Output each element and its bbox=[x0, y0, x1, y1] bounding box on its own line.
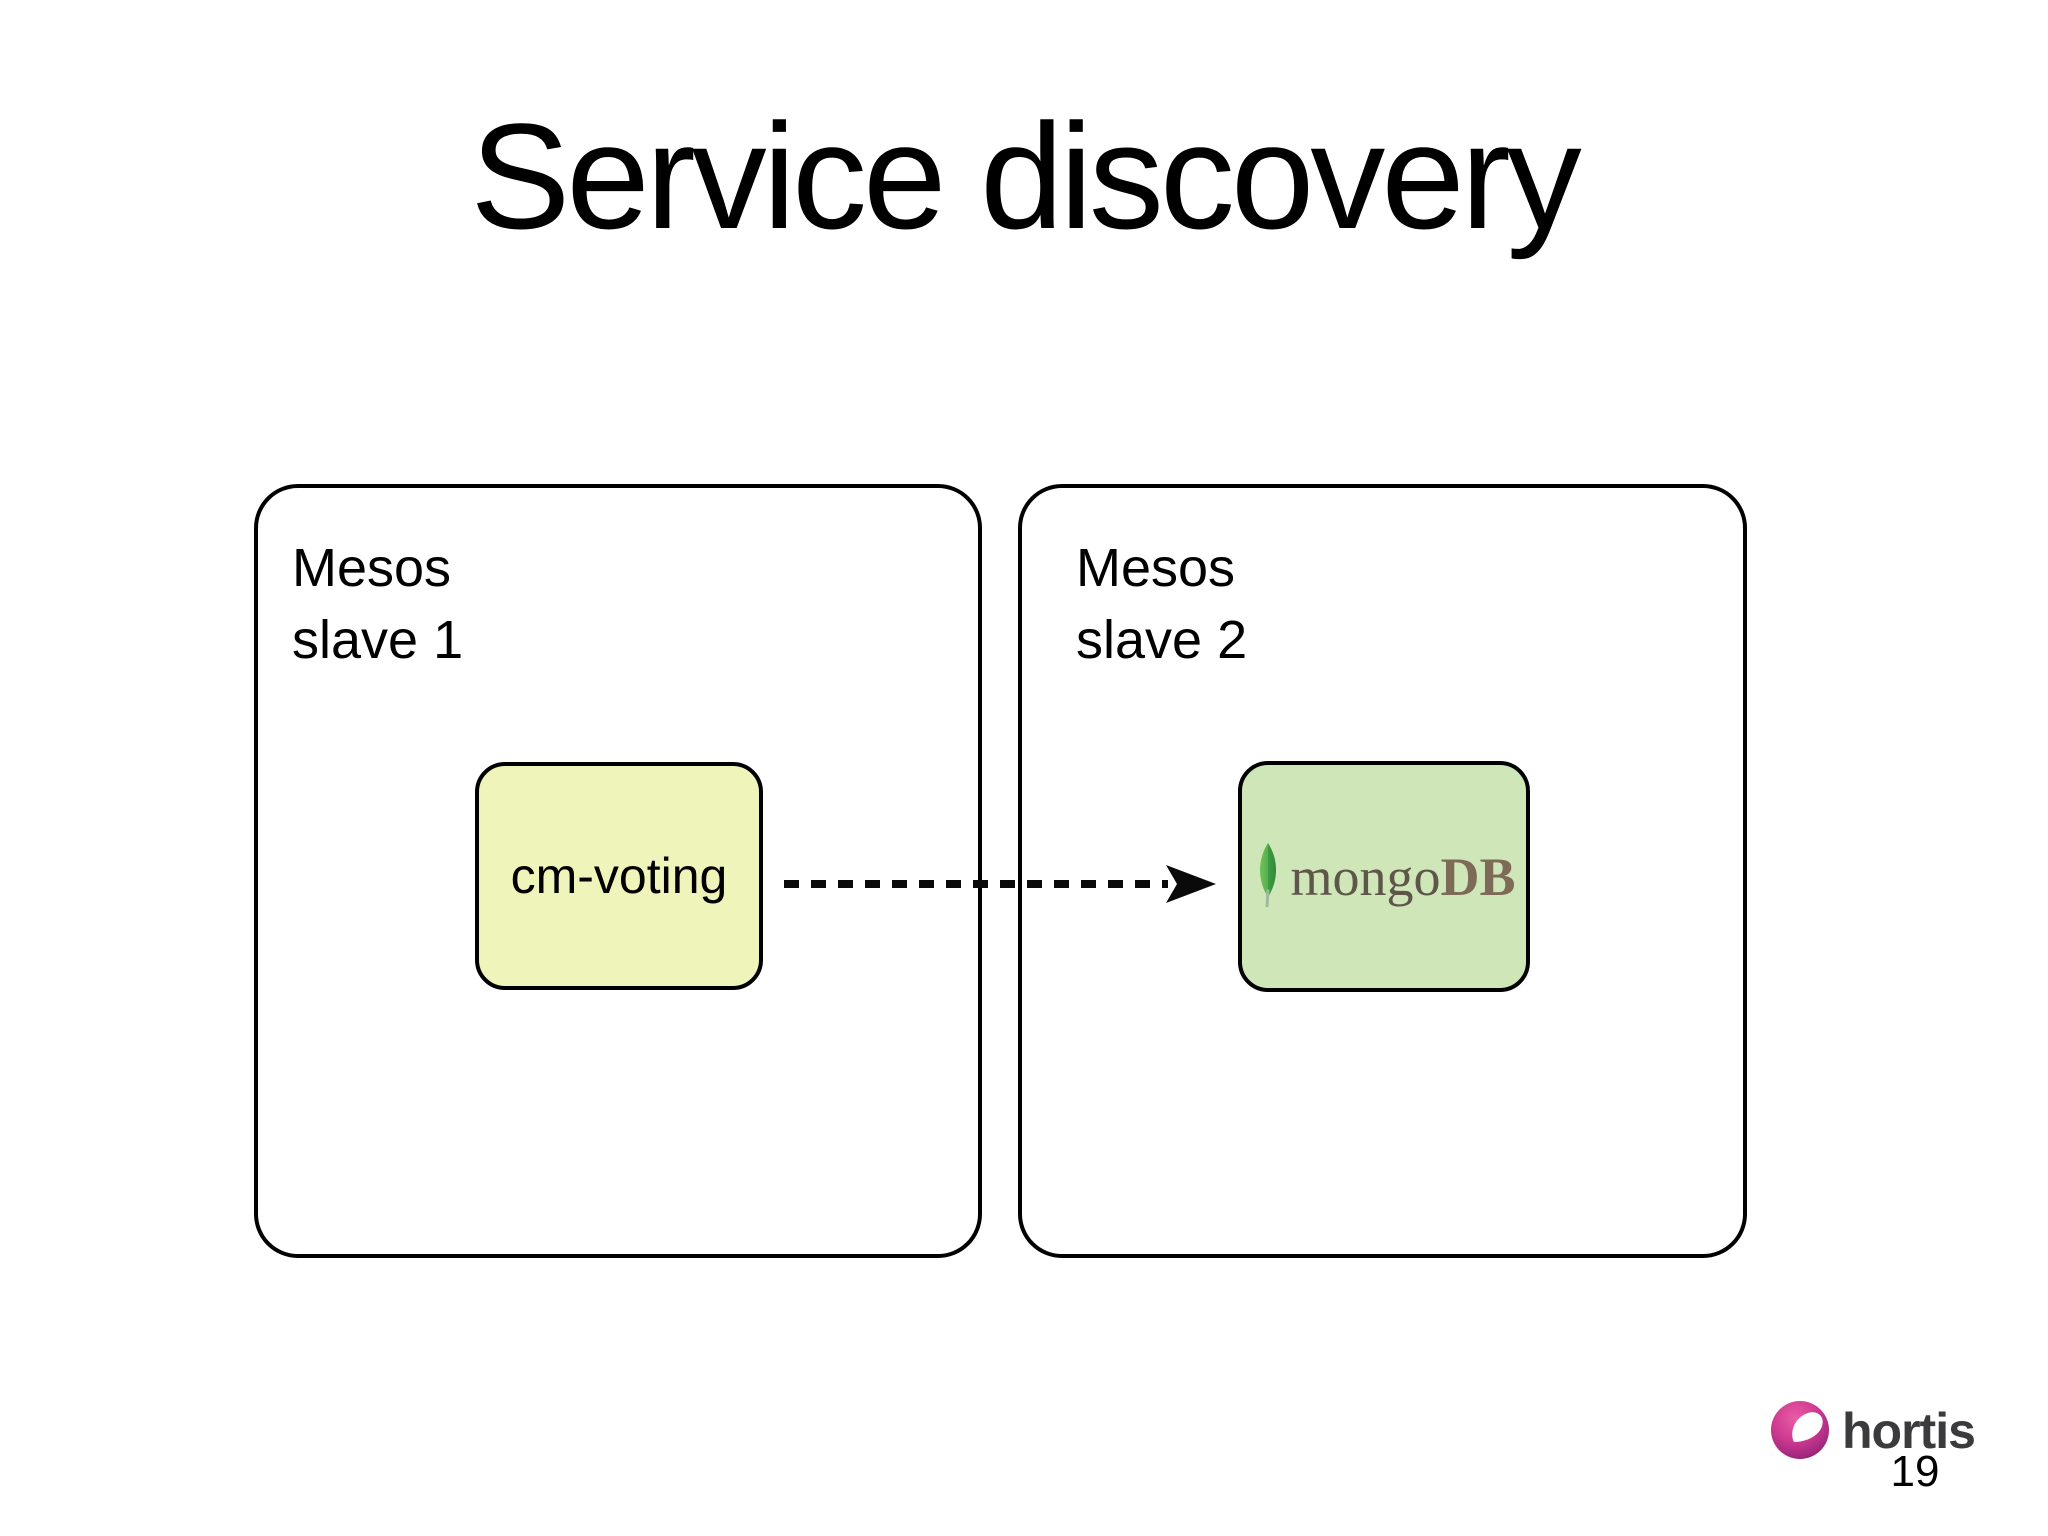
mesos-slave-1-label-line1: Mesos bbox=[292, 538, 452, 598]
mongodb-leaf-icon bbox=[1260, 842, 1277, 907]
hortis-brand-name: hortis bbox=[1842, 1403, 1976, 1459]
mesos-slave-2-label-line1: Mesos bbox=[1076, 538, 1236, 598]
mongodb-logo: mongoDB bbox=[1252, 842, 1516, 909]
mongodb-wordmark-db: DB bbox=[1440, 846, 1516, 907]
slide-title: Service discovery bbox=[470, 92, 1581, 260]
mesos-slave-2-label: Mesos slave 2 bbox=[1076, 532, 1247, 676]
hortis-logo-icon bbox=[1771, 1401, 1829, 1459]
mesos-slave-2-label-line2: slave 2 bbox=[1076, 610, 1248, 670]
mesos-slave-1-label: Mesos slave 1 bbox=[292, 532, 463, 676]
mongodb-wordmark: mongoDB bbox=[1290, 850, 1515, 904]
dashed-arrow bbox=[784, 865, 1216, 903]
mesos-slave-1-label-line2: slave 1 bbox=[292, 610, 464, 670]
cm-voting-node: cm-voting bbox=[475, 762, 763, 990]
cm-voting-label: cm-voting bbox=[510, 848, 728, 904]
hortis-petal-icon bbox=[1792, 1412, 1823, 1442]
page-number: 19 bbox=[1890, 1447, 1940, 1496]
mongodb-node: mongoDB bbox=[1238, 761, 1530, 992]
mongodb-wordmark-mongo: mongo bbox=[1290, 846, 1441, 907]
arrowhead-icon bbox=[1166, 865, 1216, 903]
